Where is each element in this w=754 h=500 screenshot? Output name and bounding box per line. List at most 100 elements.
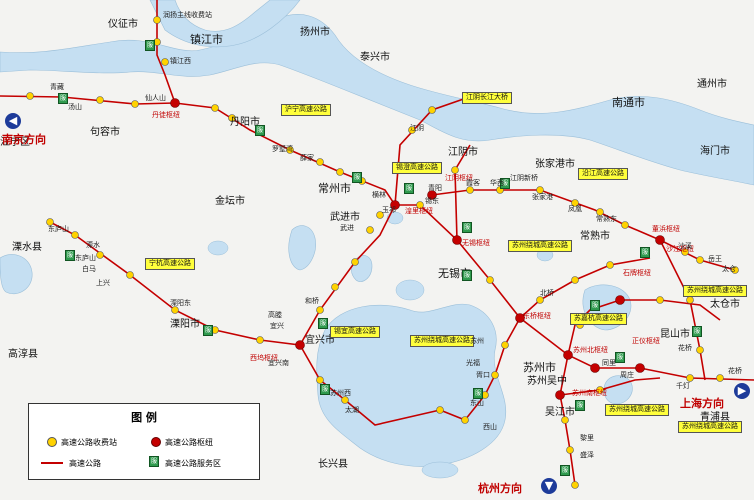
station-label: 青阳 (428, 184, 442, 192)
service-area-marker: 服 (58, 93, 68, 104)
city-label: 常州市 (318, 182, 351, 195)
city-label: 泰兴市 (360, 52, 390, 63)
station-label: 盛泽 (580, 451, 594, 459)
station-dot (696, 346, 704, 354)
station-dot (336, 168, 344, 176)
city-label: 扬州市 (300, 27, 330, 38)
station-dot (606, 261, 614, 269)
hub-dot (515, 313, 525, 323)
station-label: 花桥 (728, 367, 742, 375)
service-area-marker: 服 (145, 40, 155, 51)
station-dot (341, 396, 349, 404)
station-label: 岳王 (708, 255, 722, 263)
station-label: 花桥 (678, 344, 692, 352)
station-dot (536, 186, 544, 194)
station-dot (71, 231, 79, 239)
station-dot (461, 416, 469, 424)
hub-dot (615, 295, 625, 305)
station-dot (501, 341, 509, 349)
station-label: 锡东 (425, 197, 439, 205)
service-area-marker: 服 (462, 222, 472, 233)
hub-label: 董浜枢纽 (652, 225, 680, 233)
station-dot (686, 374, 694, 382)
hub-dot (563, 350, 573, 360)
road-label: 苏州绕城高速公路 (410, 335, 474, 347)
city-label: 海门市 (700, 146, 730, 157)
station-dot (26, 92, 34, 100)
city-label: 张家港市 (535, 159, 575, 170)
service-area-marker: 服 (320, 384, 330, 395)
road-label: 沿江高速公路 (578, 168, 628, 180)
service-area-marker: 服 (65, 250, 75, 261)
station-dot (171, 306, 179, 314)
station-dot (571, 276, 579, 284)
station-label: 周庄 (620, 371, 634, 379)
station-dot (596, 386, 604, 394)
service-area-marker: 服 (692, 326, 702, 337)
station-label: 千灯 (676, 382, 690, 390)
station-label: 溧阳东 (170, 299, 191, 307)
station-dot (686, 296, 694, 304)
station-dot (681, 248, 689, 256)
station-label: 薛家 (300, 154, 314, 162)
city-label: 武进市 (330, 212, 360, 223)
city-label: 金坛市 (215, 196, 245, 207)
station-dot (716, 374, 724, 382)
city-label: 无锡市 (438, 267, 471, 280)
station-label: 凤凰 (568, 205, 582, 213)
small-lake-1 (207, 240, 229, 256)
station-dot (731, 266, 739, 274)
legend-service-label: 高速公路服务区 (165, 459, 221, 468)
station-dot (621, 221, 629, 229)
service-area-marker: 服 (500, 178, 510, 189)
station-label: 武进 (340, 224, 354, 232)
station-dot (408, 126, 416, 134)
station-label: 上兴 (96, 279, 110, 287)
road-label: 沪宁高速公路 (281, 104, 331, 116)
station-dot (96, 96, 104, 104)
hub-label: 无锡枢纽 (462, 239, 490, 247)
station-label: 东山 (470, 399, 484, 407)
hub-label: 苏州北枢纽 (573, 346, 608, 354)
station-dot (436, 406, 444, 414)
station-label: 镇江西 (170, 57, 191, 65)
city-label: 南通市 (612, 96, 645, 109)
station-dot (376, 211, 384, 219)
station-dot (451, 166, 459, 174)
station-label: 常熟东 (596, 215, 617, 223)
city-label: 仪征市 (108, 19, 138, 30)
road-label: 锡澄高速公路 (392, 162, 442, 174)
station-label: 宜兴 (270, 322, 284, 330)
station-label: 西山 (483, 423, 497, 431)
station-label: 青藏 (50, 83, 64, 91)
service-area-marker: 服 (590, 300, 600, 311)
city-label: 常熟市 (580, 231, 610, 242)
service-area-marker: 服 (473, 388, 483, 399)
hub-label: 沙江枢纽 (666, 245, 694, 253)
station-dot (316, 158, 324, 166)
city-label: 溧阳市 (170, 319, 200, 330)
station-dot (256, 336, 264, 344)
dianshan-lake (603, 375, 633, 405)
legend-road-label: 高速公路 (69, 459, 101, 468)
station-dot (161, 58, 169, 66)
city-label: 江阴市 (448, 147, 478, 158)
station-label: 玉祁 (382, 206, 396, 214)
station-label: 高塍 (268, 311, 282, 319)
city-label: 通州市 (697, 79, 727, 90)
road-label: 锡宜高速公路 (330, 326, 380, 338)
hub-dot (635, 363, 645, 373)
station-dot (228, 114, 236, 122)
road-label: 宁杭高速公路 (145, 258, 195, 270)
station-label: 江阴新桥 (510, 174, 538, 182)
city-label: 句容市 (90, 127, 120, 138)
station-label: 横林 (372, 191, 386, 199)
station-label: 和桥 (305, 297, 319, 305)
service-area-marker: 服 (640, 247, 650, 258)
station-label: 沙溪 (678, 242, 692, 250)
station-dot (486, 276, 494, 284)
station-dot (416, 201, 424, 209)
station-label: 润扬主线收费站 (163, 11, 212, 19)
city-label: 镇江市 (190, 33, 223, 46)
